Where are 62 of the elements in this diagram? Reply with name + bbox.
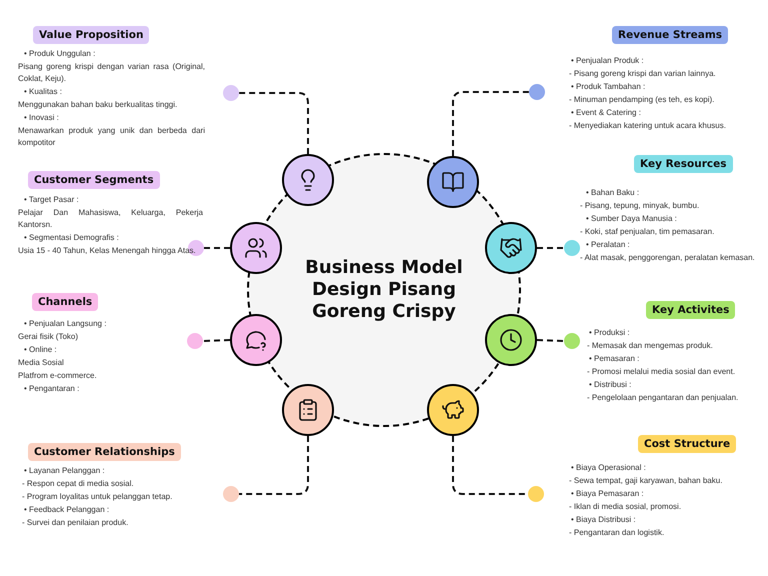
bullet-item: • Sumber Daya Manusia :	[585, 213, 678, 225]
detail-text: - Alat masak, penggorengan, peralatan kemasan.	[580, 252, 756, 264]
section-heading-pill: Customer Relationships	[28, 443, 181, 461]
detail-text: - Iklan di media sosial, promosi.	[568, 501, 682, 513]
detail-text: - Promosi melalui media sosial dan event.	[586, 366, 736, 378]
bullet-item: • Inovasi :	[23, 112, 60, 124]
detail-text: - Pengelolaan pengantaran dan penjualan.	[586, 392, 740, 404]
bullet-item: • Biaya Pemasaran :	[570, 488, 645, 500]
bullet-item: • Target Pasar :	[23, 194, 80, 206]
dashed-connector	[204, 247, 230, 249]
bullet-item: • Produk Unggulan :	[23, 48, 96, 60]
detail-text: Usia 15 - 40 Tahun, Kelas Menengah hingga Atas.	[18, 245, 197, 257]
bullet-item: • Online :	[23, 344, 58, 356]
section-heading-pill: Customer Segments	[28, 171, 160, 189]
detail-text: Media Sosial	[18, 357, 65, 369]
detail-text: Menggunakan bahan baku berkualitas tinggi.	[18, 99, 178, 111]
bullet-item: • Bahan Baku :	[585, 187, 640, 199]
detail-text: - Sewa tempat, gaji karyawan, bahan baku.	[568, 475, 724, 487]
detail-text: - Respon cepat di media sosial.	[21, 478, 135, 490]
dashed-connector	[536, 339, 564, 342]
bullet-item: • Layanan Pelanggan :	[23, 465, 106, 477]
bullet-item: • Penjualan Langsung :	[23, 318, 108, 330]
section-heading-pill: Channels	[32, 293, 98, 311]
dashed-connector	[239, 436, 309, 495]
detail-text: - Menyediakan katering untuk acara khusus.	[568, 120, 727, 132]
bullet-item: • Penjualan Produk :	[570, 55, 645, 67]
detail-text: Pisang goreng krispi dengan varian rasa (Original, Coklat, Keju).	[18, 61, 205, 85]
detail-text: - Pisang, tepung, minyak, bumbu.	[580, 200, 700, 212]
bullet-item: • Kualitas :	[23, 86, 63, 98]
bullet-item: • Segmentasi Demografis :	[23, 232, 120, 244]
section-heading-pill: Revenue Streams	[612, 26, 728, 44]
bullet-item: • Peralatan :	[585, 239, 631, 251]
detail-text: - Minuman pendamping (es teh, es kopi).	[568, 94, 716, 106]
bullet-item: • Biaya Distribusi :	[570, 514, 637, 526]
bullet-item: • Produksi :	[588, 327, 631, 339]
detail-text: - Koki, staf penjualan, tim pemasaran.	[580, 226, 716, 238]
section-heading-pill: Key Activites	[646, 301, 736, 319]
section-heading-pill: Cost Structure	[638, 435, 736, 453]
bullet-item: • Pemasaran :	[588, 353, 640, 365]
dashed-connector	[452, 436, 528, 495]
detail-text: - Survei dan penilaian produk.	[21, 517, 130, 529]
dashed-connector	[537, 247, 564, 249]
section-heading-pill: Value Proposition	[33, 26, 150, 44]
title-text: Business Model Design Pisang Goreng Crispy	[304, 257, 464, 323]
bullet-item: • Event & Catering :	[570, 107, 642, 119]
bullet-item: • Distribusi :	[588, 379, 632, 391]
bullet-item: • Feedback Pelanggan :	[23, 504, 110, 516]
detail-text: Platfrom e-commerce.	[18, 370, 98, 382]
detail-text: Pelajar Dan Mahasiswa, Keluarga, Pekerja Kantorsn.	[18, 207, 203, 231]
bullet-item: • Pengantaran :	[23, 383, 80, 395]
bullet-item: • Biaya Operasional :	[570, 462, 647, 474]
section-heading-pill: Key Resources	[634, 155, 732, 173]
dashed-connector	[202, 339, 230, 342]
bullet-item: • Produk Tambahan :	[570, 81, 646, 93]
detail-text: - Memasak dan mengemas produk.	[586, 340, 714, 352]
detail-text: Menawarkan produk yang unik dan berbeda dari kompotitor	[18, 125, 205, 149]
dashed-connector	[239, 92, 309, 154]
detail-text: - Pisang goreng krispi dan varian lainnya.	[568, 68, 717, 80]
dashed-connector	[452, 91, 529, 156]
detail-text: Gerai fisik (Toko)	[18, 331, 80, 343]
detail-text: - Pengantaran dan logistik.	[568, 527, 666, 539]
detail-text: - Program loyalitas untuk pelanggan tetap.	[21, 491, 174, 503]
